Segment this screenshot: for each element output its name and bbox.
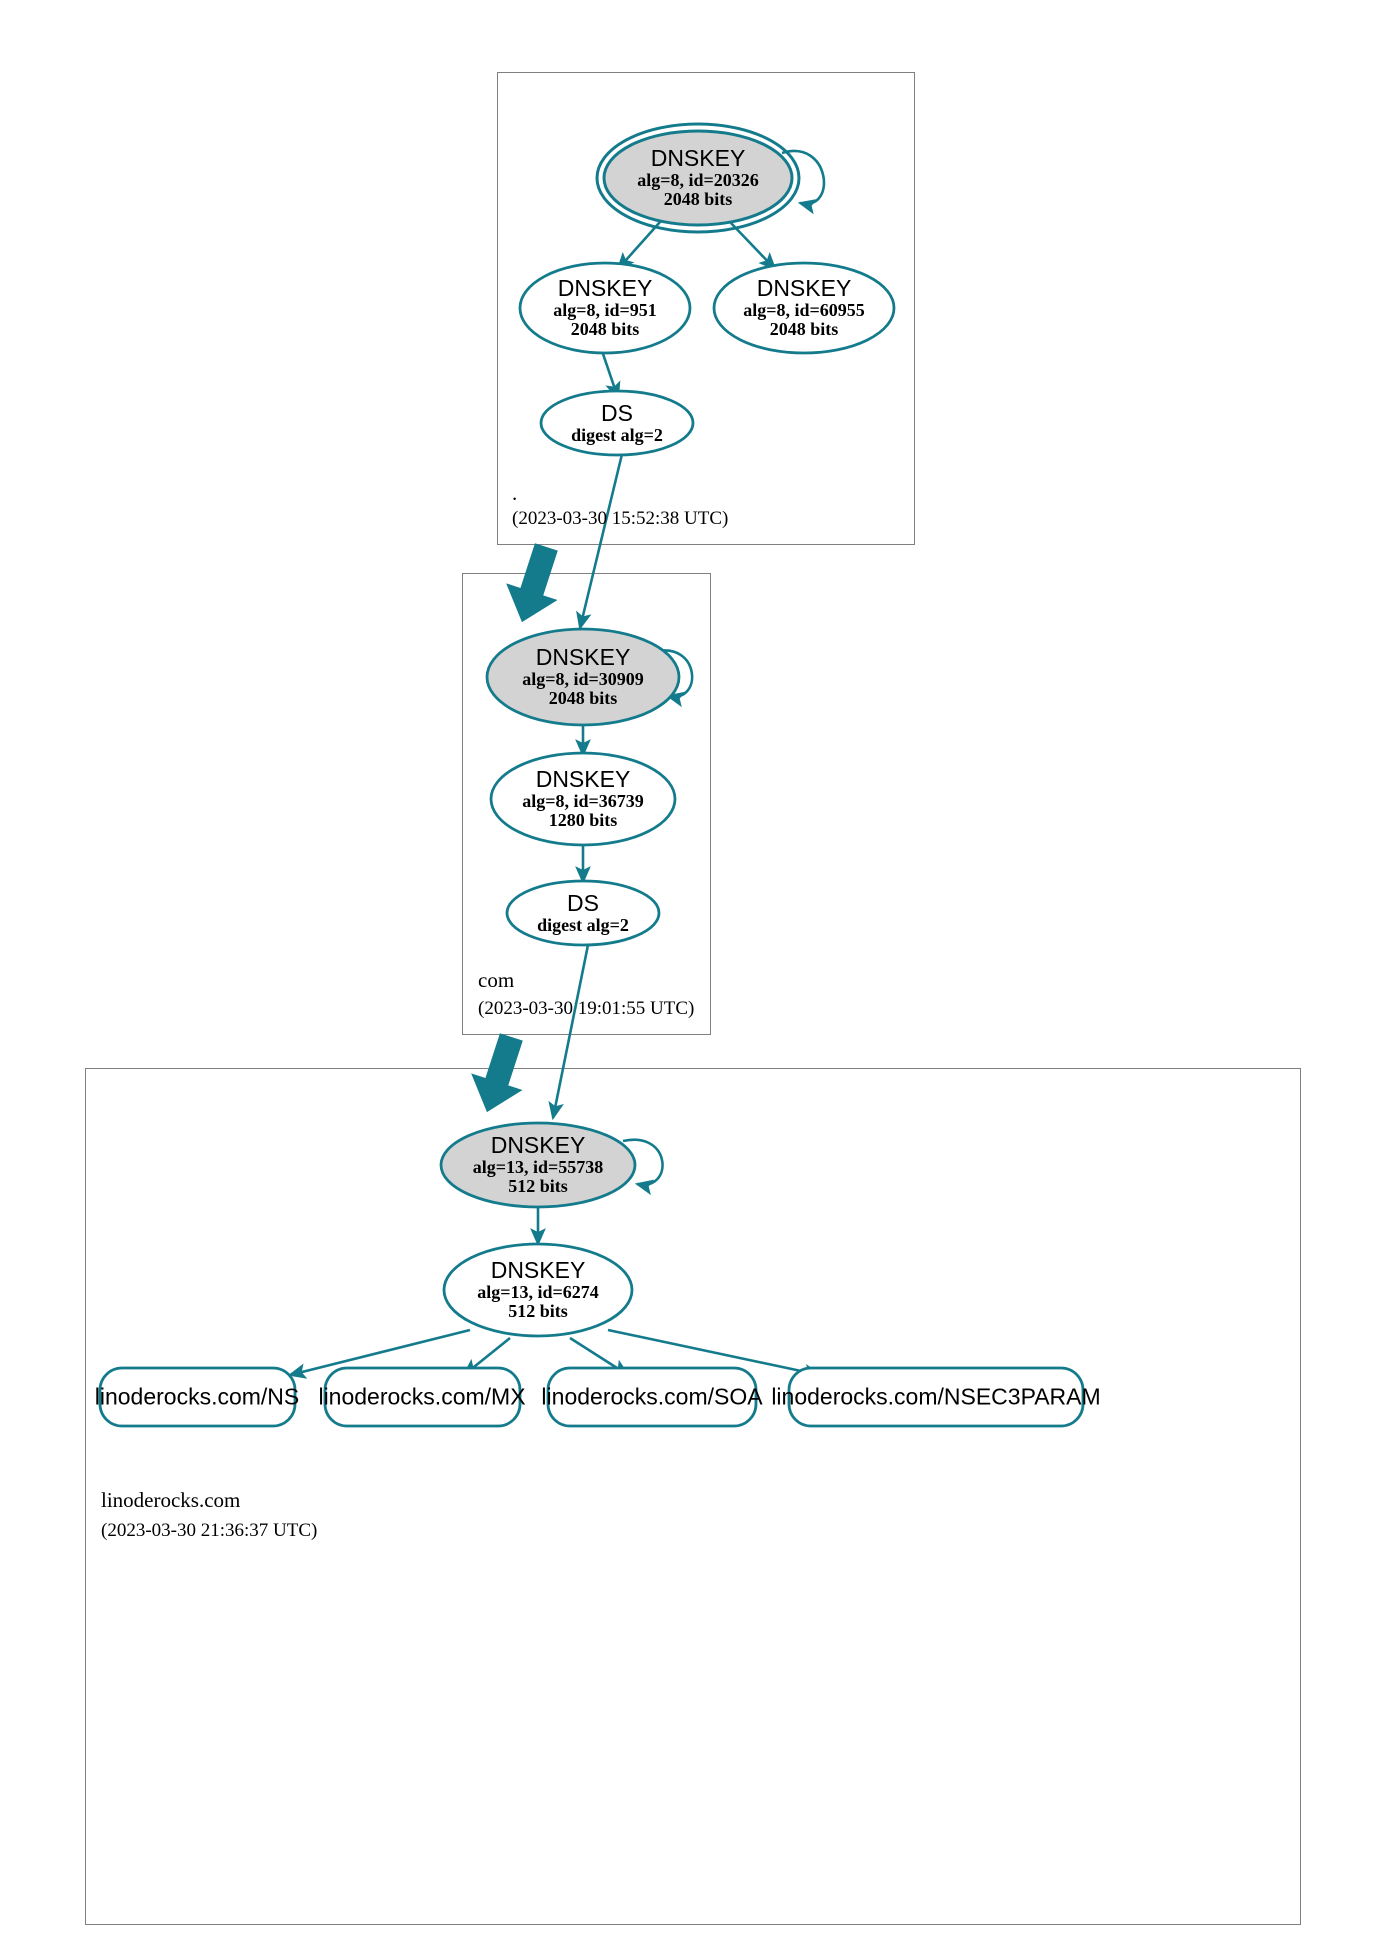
edge-self-sign-com-ksk [653, 649, 694, 708]
node-com-zsk[interactable] [489, 751, 677, 847]
zone-box-linoderocks [85, 1068, 1301, 1925]
arrow-root-to-com [506, 543, 558, 623]
rrset-box-ns [98, 1366, 297, 1428]
edge-self-sign-root-ksk [781, 149, 826, 215]
node-root-ds[interactable] [539, 389, 695, 457]
rrset-box-soa [546, 1366, 758, 1428]
edge-root-ksk-to-60955 [729, 221, 777, 271]
node-lr-ksk[interactable] [439, 1121, 637, 1209]
zone-label-linoderocks-name: linoderocks.com [101, 1488, 241, 1512]
node-root-zsk-951[interactable] [518, 261, 692, 355]
zone-label-linoderocks-timestamp: (2023-03-30 21:36:37 UTC) [101, 1520, 318, 1541]
zone-label-root-timestamp: (2023-03-30 15:52:38 UTC) [512, 508, 729, 529]
edge-lr-zsk-to-rr-nsec3param [607, 1328, 823, 1380]
zone-box-com [462, 573, 711, 1035]
edge-com-ds-to-lr-ksk [548, 944, 590, 1121]
edge-lr-zsk-to-rr-ns [287, 1328, 471, 1379]
rrset-box-mx [323, 1366, 522, 1428]
zone-box-root [497, 72, 915, 545]
zone-label-root-name: . [512, 481, 518, 505]
edge-root-ds-to-com-ksk [576, 449, 625, 631]
zone-label-com-name: com [478, 968, 515, 992]
node-com-ksk[interactable] [485, 627, 681, 727]
edge-self-sign-lr-ksk [622, 1138, 664, 1196]
arrow-com-to-linoderocks [471, 1033, 523, 1113]
rrset-shapes [98, 1366, 1085, 1428]
node-com-ds[interactable] [505, 879, 661, 947]
zone-delegation-arrows [471, 543, 558, 1113]
node-lr-zsk[interactable] [442, 1242, 634, 1338]
rrset-box-nsec3param [787, 1366, 1085, 1428]
zone-label-com-timestamp: (2023-03-30 19:01:55 UTC) [478, 998, 695, 1019]
node-root-ksk[interactable] [595, 122, 801, 234]
node-root-zsk-60955[interactable] [712, 261, 896, 355]
edge-root-ksk-to-951 [616, 221, 661, 271]
